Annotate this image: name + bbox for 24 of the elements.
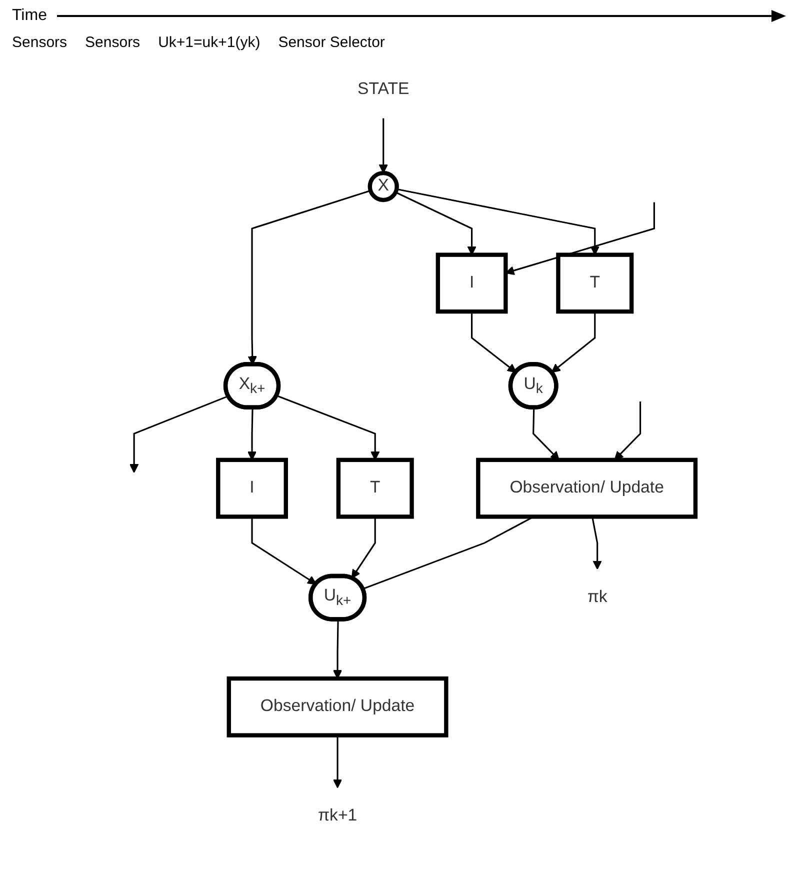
axis-label: Time [12, 7, 47, 25]
note-label: Sensors [85, 34, 140, 51]
node-text: πk [587, 588, 608, 606]
node-box: Observation/ Update [476, 458, 698, 519]
note-label: Uk+1=uk+1(yk) [158, 34, 260, 51]
arrow [378, 118, 388, 174]
node-box: T [336, 458, 414, 519]
arrow [551, 312, 596, 373]
note-label: Sensor Selector [278, 34, 385, 51]
arrow [592, 516, 602, 570]
node-box: I [436, 252, 508, 314]
arrow [351, 516, 376, 579]
node-text: STATE [358, 80, 410, 98]
arrow [332, 620, 342, 679]
arrow [251, 516, 317, 585]
node-circle: X [368, 170, 399, 202]
arrow [129, 395, 229, 473]
node-box: I [216, 458, 288, 519]
node-box: Observation/ Update [226, 676, 448, 738]
node-box: T [556, 252, 634, 314]
note-label: Sensors [12, 34, 68, 51]
arrow [471, 312, 516, 373]
arrow [332, 735, 342, 788]
node-text: πk+1 [318, 806, 358, 825]
